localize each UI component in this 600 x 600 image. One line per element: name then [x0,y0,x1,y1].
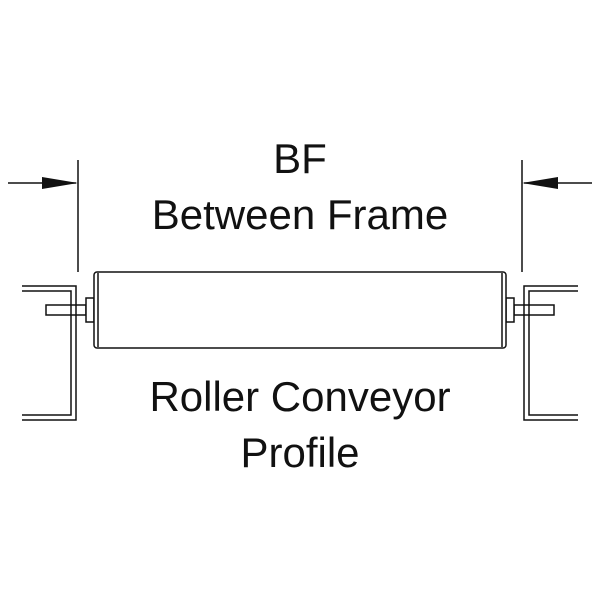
right-frame-channel-inner [528,290,578,416]
left-frame-channel [22,285,77,421]
dimension-abbrev-label: BF [273,135,327,182]
left-bearing-hub [85,297,95,323]
right-bearing-hub [505,297,515,323]
dimension-label: Between Frame [151,191,449,238]
right-arrowhead [522,177,558,189]
right-frame-channel [523,285,578,421]
left-axle [45,304,87,316]
right-axle [513,304,555,316]
caption-line-1: Roller Conveyor [149,373,451,420]
roller-tube [93,271,507,349]
caption-line-2: Profile [240,429,360,476]
left-frame-channel-inner [22,290,72,416]
left-arrowhead [42,177,78,189]
